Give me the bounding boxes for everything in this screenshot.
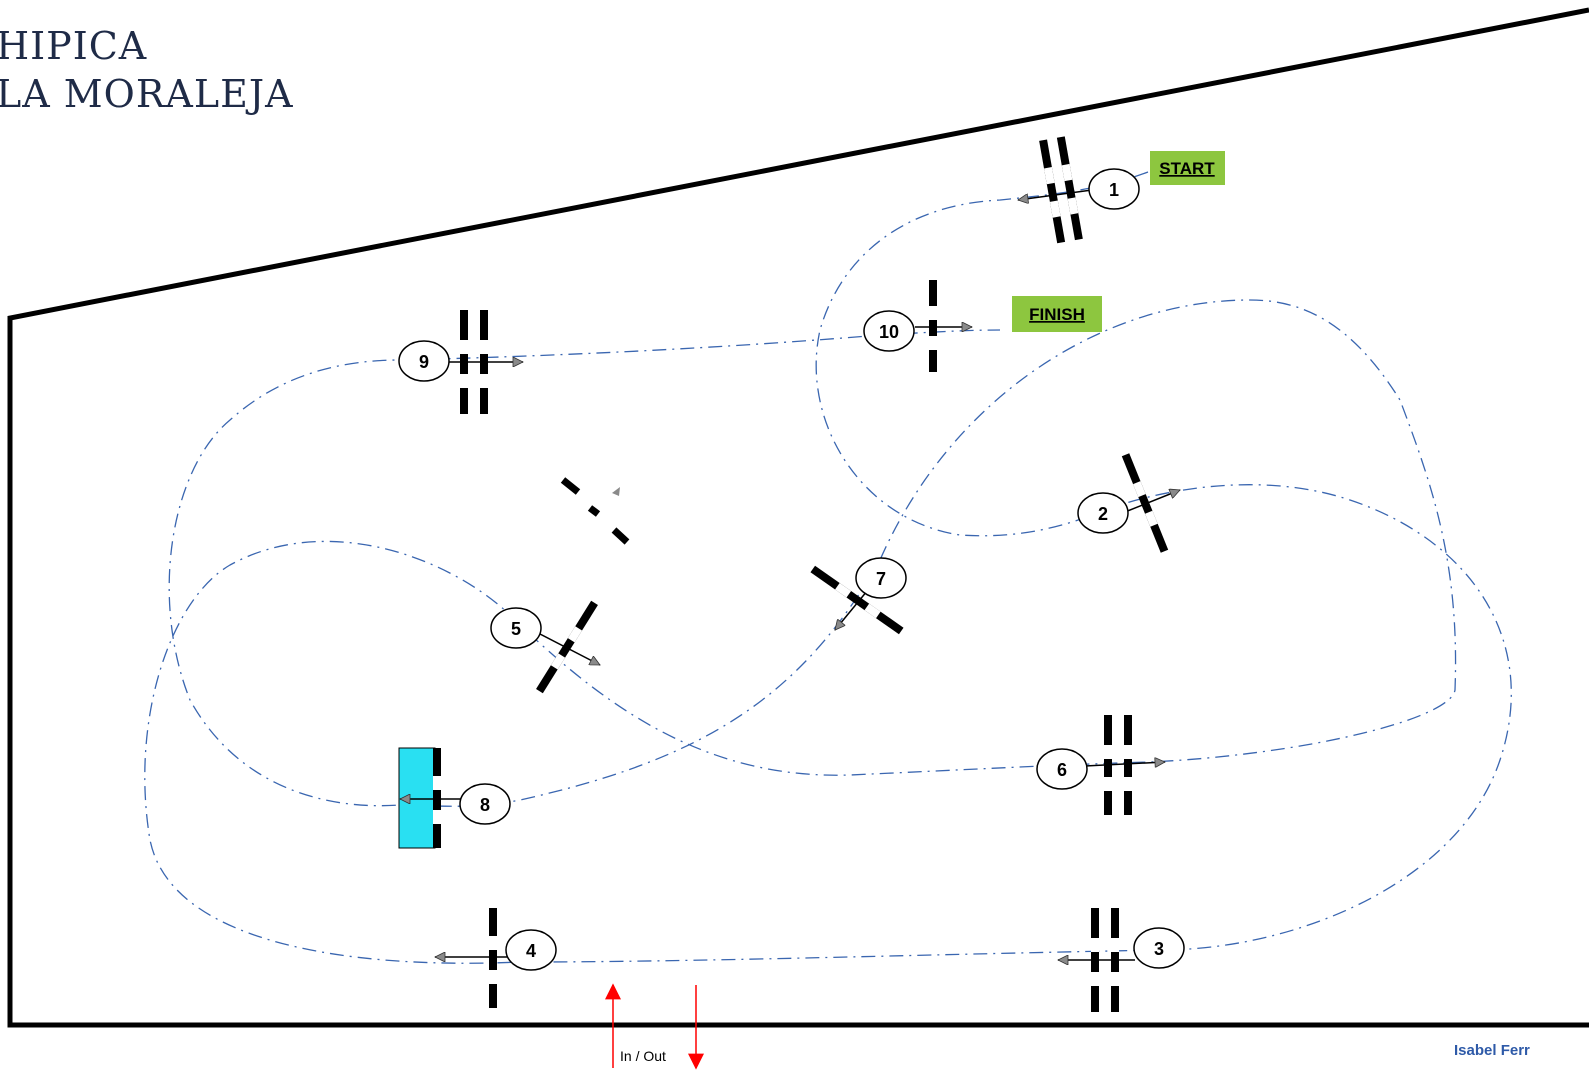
fence-number-7: 7 <box>855 557 907 599</box>
fence-5-direction <box>539 633 600 666</box>
spare-rail <box>560 477 630 545</box>
svg-text:9: 9 <box>419 352 429 372</box>
fence-4 <box>489 908 497 1008</box>
svg-text:2: 2 <box>1098 504 1108 524</box>
fence-2 <box>1121 453 1169 553</box>
svg-text:4: 4 <box>526 941 536 961</box>
fence-number-6: 6 <box>1036 748 1088 790</box>
fence-number-1: 1 <box>1088 168 1140 210</box>
svg-text:1: 1 <box>1109 180 1119 200</box>
start-label-bg <box>1150 151 1225 185</box>
svg-text:6: 6 <box>1057 760 1067 780</box>
author-credit: Isabel Ferr <box>1454 1042 1530 1059</box>
logo-line-2: LA MORALEJA <box>0 72 294 116</box>
svg-text:3: 3 <box>1154 939 1164 959</box>
fence-5 <box>536 600 598 694</box>
fence-10 <box>929 280 937 372</box>
fence-number-2: 2 <box>1077 492 1129 534</box>
svg-text:7: 7 <box>876 569 886 589</box>
arena-boundary <box>7 7 1589 1028</box>
fence-7 <box>810 565 904 635</box>
in-out-label: In / Out <box>620 1048 666 1064</box>
fence-1-direction <box>1018 189 1093 200</box>
fence-2-direction <box>1124 490 1180 513</box>
svg-text:10: 10 <box>879 322 899 342</box>
fence-number-9: 9 <box>398 340 450 382</box>
fence-number-8: 8 <box>459 783 511 825</box>
water-tray <box>398 747 436 849</box>
fence-number-5: 5 <box>490 607 542 649</box>
course-route <box>144 171 1512 964</box>
fence-number-3: 3 <box>1133 927 1185 969</box>
fence-number-10: 10 <box>863 310 915 352</box>
finish-label: FINISH <box>1029 305 1085 324</box>
fence-6-direction <box>1084 762 1165 766</box>
fence-number-4: 4 <box>505 929 557 971</box>
start-label: START <box>1159 159 1215 178</box>
svg-text:5: 5 <box>511 619 521 639</box>
hipica-logo: HIPICA LA MORALEJA <box>0 22 294 118</box>
fence-8 <box>433 748 441 848</box>
finish-label-bg <box>1012 296 1102 332</box>
logo-line-1: HIPICA <box>0 24 148 68</box>
fence-1 <box>1039 136 1083 244</box>
svg-text:8: 8 <box>480 795 490 815</box>
